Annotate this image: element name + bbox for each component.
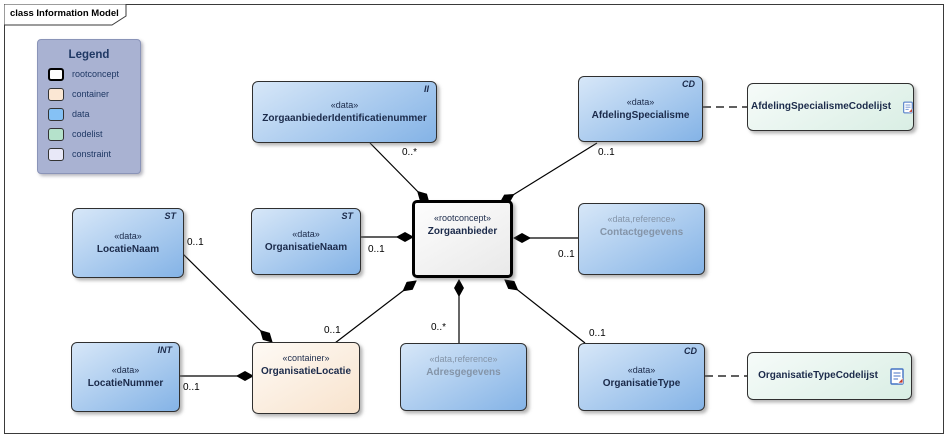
node-organisatie-locatie[interactable]: «container» OrganisatieLocatie	[252, 342, 360, 414]
legend-item-constraint: constraint	[48, 147, 140, 161]
multiplicity-label: 0..1	[558, 249, 575, 260]
node-contactgegevens[interactable]: «data,reference» Contactgegevens	[578, 203, 705, 275]
node-organisatie-naam[interactable]: ST «data» OrganisatieNaam	[251, 208, 361, 275]
multiplicity-label: 0..1	[183, 382, 200, 393]
datatype-label-ii: II	[423, 84, 429, 94]
multiplicity-label: 0..*	[402, 147, 418, 158]
constraint-swatch	[48, 147, 64, 161]
legend-title: Legend	[68, 49, 110, 61]
node-organisatie-type-codelijst[interactable]: OrganisatieTypeCodelijst	[747, 352, 912, 400]
node-zorgaanbieder-identificatienummer[interactable]: II «data» ZorgaanbiederIdentificatienumm…	[252, 81, 437, 143]
frame-title: class Information Model	[10, 8, 119, 19]
node-afdeling-specialisme[interactable]: CD «data» AfdelingSpecialisme	[578, 76, 703, 142]
codelist-swatch	[48, 127, 64, 141]
legend-item-container: container	[48, 87, 140, 101]
node-organisatie-type[interactable]: CD «data» OrganisatieType	[578, 343, 705, 411]
node-adresgegevens[interactable]: «data,reference» Adresgegevens	[400, 343, 527, 411]
frame-tab: class Information Model	[4, 4, 128, 26]
data-swatch	[48, 107, 64, 121]
datatype-label-st: ST	[341, 211, 353, 221]
node-locatie-naam[interactable]: ST «data» LocatieNaam	[72, 208, 184, 278]
datatype-label-cd: CD	[682, 79, 695, 89]
multiplicity-label: 0..1	[324, 325, 341, 336]
legend-item-codelist: codelist	[48, 127, 140, 141]
datatype-label-int: INT	[157, 345, 173, 355]
rootconcept-swatch	[48, 67, 64, 81]
node-afdeling-specialisme-codelijst[interactable]: AfdelingSpecialismeCodelijst	[747, 83, 914, 131]
node-zorgaanbieder[interactable]: «rootconcept» Zorgaanbieder	[412, 200, 513, 278]
datatype-label-cd: CD	[684, 346, 697, 356]
legend-item-data: data	[48, 107, 140, 121]
datatype-label-st: ST	[164, 211, 176, 221]
container-swatch	[48, 87, 64, 101]
multiplicity-label: 0..1	[368, 244, 385, 255]
multiplicity-label: 0..*	[431, 322, 447, 333]
node-locatie-nummer[interactable]: INT «data» LocatieNummer	[71, 342, 180, 412]
multiplicity-label: 0..1	[589, 328, 606, 339]
multiplicity-label: 0..1	[598, 147, 615, 158]
codelist-document-icon	[903, 101, 913, 113]
codelist-document-icon	[890, 367, 904, 385]
legend: Legend rootconcept container data codeli…	[37, 39, 141, 174]
multiplicity-label: 0..1	[187, 237, 204, 248]
legend-item-rootconcept: rootconcept	[48, 67, 140, 81]
